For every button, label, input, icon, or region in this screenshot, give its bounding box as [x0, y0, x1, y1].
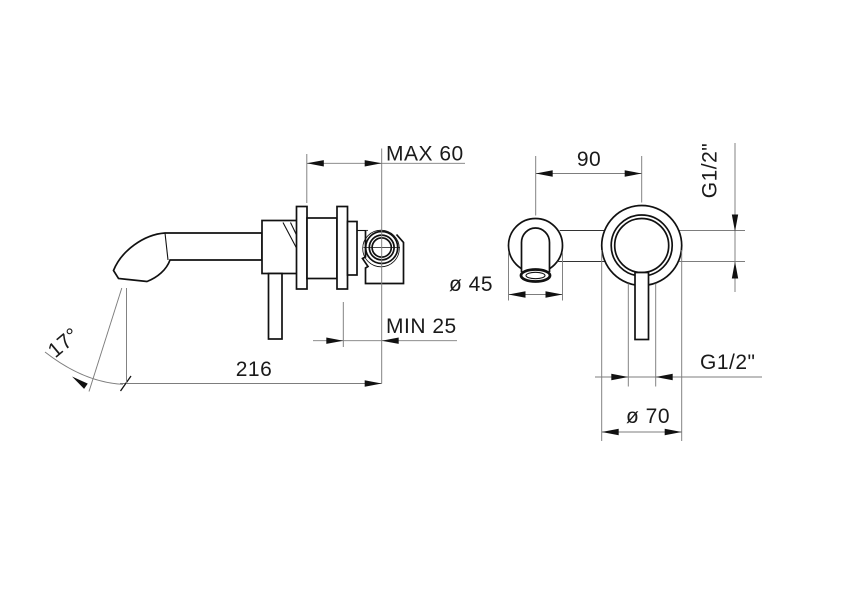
dimensions: MAX 60 MIN 25 216 17° — [44, 143, 762, 441]
mixer-trim-ring-inner — [613, 217, 670, 274]
angle-slanted-leg — [88, 287, 123, 392]
supply-connection-lines — [627, 283, 657, 387]
arrowhead — [364, 160, 382, 167]
dim-label-spout-angle: 17° — [44, 324, 84, 363]
inlet-chamfer-circle — [362, 229, 400, 268]
arrowhead — [381, 337, 399, 344]
arrowhead — [601, 428, 619, 436]
handle-lever-front — [634, 271, 650, 341]
thread-extension-lines — [678, 230, 745, 262]
escutcheon-diameter-extensions — [601, 250, 683, 441]
front-flange-plate — [295, 205, 308, 290]
spout-diameter-extensions — [508, 252, 563, 301]
angle-arc — [44, 351, 124, 385]
dim-spout-angle: 17° — [44, 287, 127, 392]
dim-center-distance: 90 — [535, 148, 643, 216]
spout-seam-line — [164, 232, 169, 261]
arrowhead — [535, 170, 553, 177]
dimension-tick — [119, 375, 132, 392]
dim-max-depth: MAX 60 — [306, 143, 465, 203]
arrowhead — [326, 337, 344, 344]
rear-flange-plate — [336, 205, 349, 290]
aerator-outlet-inner — [525, 271, 546, 280]
dim-label-spout-reach: 216 — [236, 358, 273, 381]
dim-escutcheon-diameter: ø 70 — [601, 250, 683, 441]
dim-label-thread-side: G1/2" — [700, 351, 755, 374]
valve-body-cylinder — [306, 217, 338, 280]
arrowhead — [731, 214, 739, 232]
arrowhead — [664, 428, 682, 436]
handle-lever-side — [267, 272, 283, 340]
dim-spout-reach: 216 — [119, 358, 382, 392]
center-distance-extensions — [535, 156, 643, 216]
body-connector-lines — [557, 229, 605, 263]
arrowhead — [306, 160, 324, 167]
arrowhead — [545, 291, 563, 298]
dim-thread-side: G1/2" — [595, 351, 762, 381]
arrowhead — [72, 376, 88, 389]
dim-thread-top: G1/2" — [699, 143, 739, 292]
dim-min-depth: MIN 25 — [313, 302, 457, 347]
arrowhead — [624, 170, 642, 177]
side-view — [112, 205, 405, 340]
dim-label-spout-diameter: ø 45 — [449, 273, 493, 296]
body-collar — [346, 220, 358, 276]
dim-spout-diameter: ø 45 — [449, 252, 563, 301]
arrowhead — [731, 261, 739, 279]
handle-base-block — [261, 219, 298, 275]
aerator-outlet-outer — [519, 268, 552, 283]
arrowhead — [655, 373, 673, 381]
arrowhead — [364, 380, 382, 387]
front-view — [507, 204, 745, 387]
dim-label-max-depth: MAX 60 — [386, 143, 464, 166]
dim-label-center-distance: 90 — [577, 148, 601, 171]
spout-tube-front — [520, 227, 551, 272]
dim-label-thread-top: G1/2" — [699, 143, 722, 198]
dim-label-escutcheon-diameter: ø 70 — [626, 405, 670, 428]
dim-label-min-depth: MIN 25 — [386, 315, 457, 338]
arrowhead — [508, 291, 526, 298]
arrowhead — [611, 373, 629, 381]
spout-outline — [112, 232, 263, 283]
